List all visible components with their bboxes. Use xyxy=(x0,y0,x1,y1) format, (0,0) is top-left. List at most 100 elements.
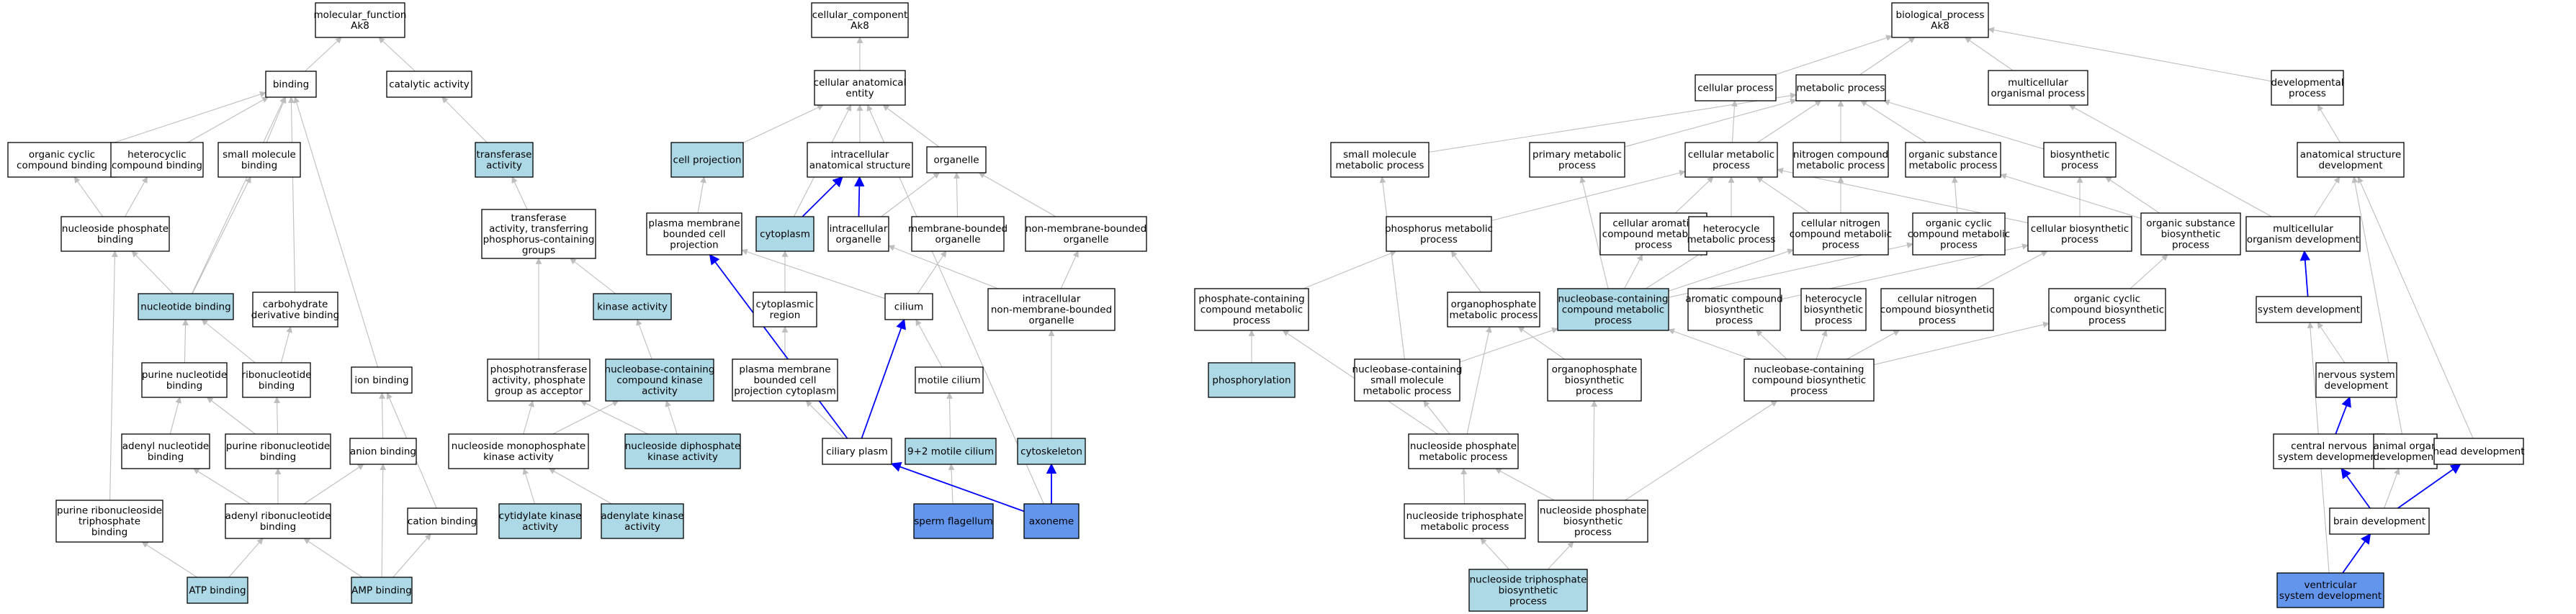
go-term-node-catalytic[interactable]: catalytic activity xyxy=(386,71,472,98)
go-term-node-sysdev[interactable]: system development xyxy=(2256,296,2362,323)
go-term-node-amp_bind[interactable]: AMP binding xyxy=(351,577,413,604)
go-term-node-atp_bind[interactable]: ATP binding xyxy=(187,577,248,604)
go-term-node-motile_cilium[interactable]: motile cilium xyxy=(915,366,984,394)
edge-nucphos_met-to-nbc_small_met xyxy=(1423,400,1450,435)
go-term-node-binding[interactable]: binding xyxy=(265,71,317,98)
edge-nucphos_biosyn-to-organophos_biosyn xyxy=(1591,400,1598,501)
node-box xyxy=(2315,362,2397,398)
go-term-node-cellproj[interactable]: cell projection xyxy=(670,142,744,178)
go-term-node-nucleotide_bind[interactable]: nucleotide binding xyxy=(138,293,234,320)
go-term-node-phosphorylation[interactable]: phosphorylation xyxy=(1208,362,1296,398)
go-term-node-intra_nonmem_org[interactable]: intracellularnon-membrane-boundedorganel… xyxy=(987,288,1116,331)
node-label-line: projection xyxy=(670,240,718,251)
go-term-node-brain_dev[interactable]: brain development xyxy=(2329,507,2430,535)
node-box xyxy=(1025,216,1147,252)
go-term-node-head_dev[interactable]: head development xyxy=(2433,438,2525,465)
go-term-node-cilium[interactable]: cilium xyxy=(884,293,933,320)
go-term-node-cytoskeleton[interactable]: cytoskeleton xyxy=(1017,438,1086,465)
go-term-node-ion_bind[interactable]: ion binding xyxy=(351,366,413,394)
go-term-node-cellproc[interactable]: cellular process xyxy=(1695,74,1777,101)
node-box xyxy=(242,362,311,398)
go-term-node-axoneme[interactable]: axoneme xyxy=(1023,503,1080,539)
go-term-node-ninetwo[interactable]: 9+2 motile cilium xyxy=(905,438,997,465)
go-term-node-kinase[interactable]: kinase activity xyxy=(593,293,672,320)
go-term-node-ciliary_plasm[interactable]: ciliary plasm xyxy=(822,438,892,465)
go-term-node-ntp_biosyn[interactable]: nucleoside triphosphatebiosyntheticproce… xyxy=(1468,569,1588,612)
node-label-line: binding xyxy=(273,79,309,91)
go-term-node-metproc[interactable]: metabolic process xyxy=(1795,74,1886,101)
go-term-node-anion_bind[interactable]: anion binding xyxy=(349,438,417,465)
go-term-node-cytoplasm[interactable]: cytoplasm xyxy=(755,216,814,252)
go-term-node-cation_bind[interactable]: cation binding xyxy=(407,507,477,535)
go-term-node-organelle[interactable]: organelle xyxy=(926,146,987,173)
edge-orgcyc_biosyn-to-orgsub_biosyn xyxy=(2130,254,2168,289)
go-term-node-sperm_flag[interactable]: sperm flagellum xyxy=(913,503,994,539)
node-label-line: axoneme xyxy=(1029,516,1074,528)
node-label-line: Ak8 xyxy=(1931,20,1949,32)
